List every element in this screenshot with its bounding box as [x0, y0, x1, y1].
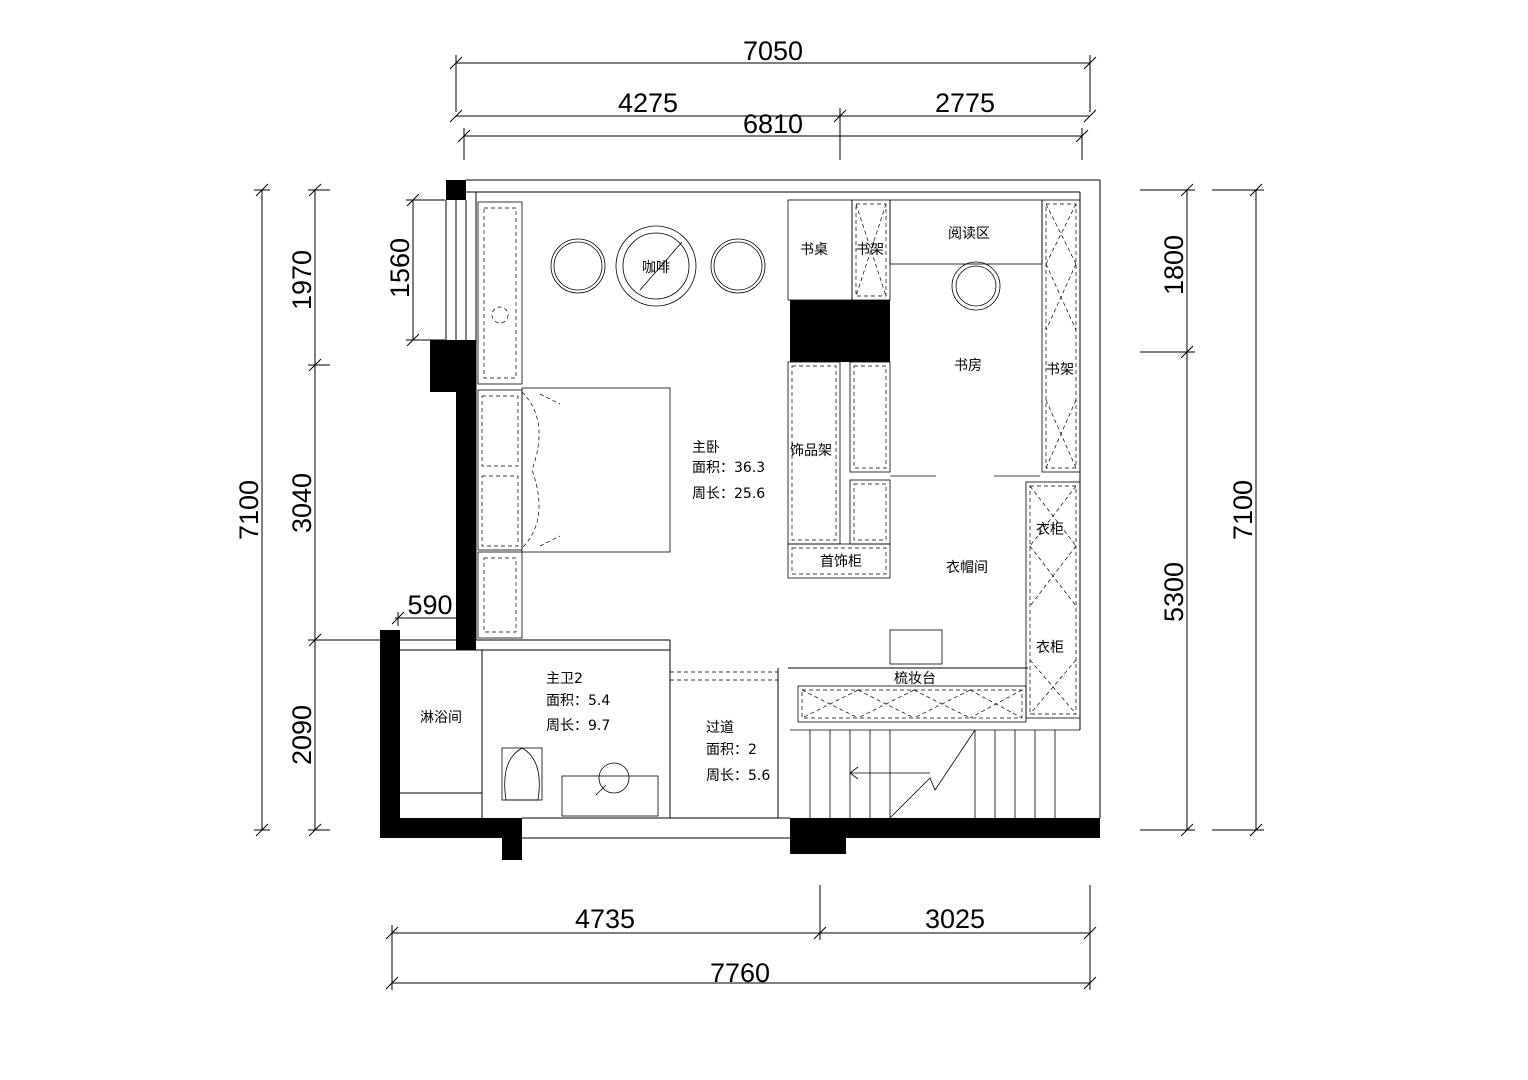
room-hall-name: 过道: [706, 720, 734, 736]
room-bath-name: 主卫2: [546, 671, 583, 687]
room-bath-area: 面积：5.4: [546, 693, 610, 709]
top-dimension-lines: [449, 55, 1097, 160]
label-shelf-right: 书架: [1046, 362, 1074, 378]
dim-right-outer: 7100: [1228, 480, 1258, 540]
room-closet: 衣帽间: [946, 560, 988, 576]
room-master-area: 面积：36.3: [692, 460, 765, 476]
dim-top-total: 7050: [743, 36, 803, 66]
dim-left-top: 1970: [287, 250, 317, 310]
dim-top-right: 2775: [935, 88, 995, 118]
label-shelf: 书架: [856, 242, 884, 258]
dim-bottom-left: 4735: [575, 904, 635, 934]
walls: [380, 179, 1101, 860]
room-master-name: 主卧: [692, 440, 720, 456]
dim-right-bottom: 5300: [1159, 562, 1189, 622]
dim-top-left: 4275: [618, 88, 678, 118]
bottom-dimension-lines: [385, 885, 1097, 990]
label-wardrobe-bottom: 衣柜: [1036, 640, 1064, 656]
room-hall-perimeter: 周长：5.6: [706, 768, 770, 784]
dim-left-small: 590: [407, 590, 452, 620]
dim-bottom-right: 3025: [925, 904, 985, 934]
label-reading: 阅读区: [948, 225, 990, 242]
dim-left-outer: 7100: [234, 480, 264, 540]
label-dresser: 梳妆台: [894, 671, 936, 687]
room-shower: 淋浴间: [420, 710, 462, 726]
label-jewelry: 首饰柜: [820, 554, 862, 570]
dim-top-inner: 6810: [743, 109, 803, 139]
left-dimension-lines: [254, 183, 460, 837]
dim-right-top: 1800: [1159, 235, 1189, 295]
room-master-perimeter: 周长：25.6: [692, 486, 765, 502]
label-coffee: 咖啡: [642, 260, 670, 276]
dim-bottom-total: 7760: [710, 958, 770, 988]
room-bath-perimeter: 周长：9.7: [546, 718, 610, 734]
room-study: 书房: [954, 358, 982, 374]
right-dimension-lines: [1140, 183, 1264, 837]
dim-left-mid: 3040: [287, 473, 317, 533]
furniture: [477, 199, 1081, 819]
room-hall-area: 面积：2: [706, 742, 757, 758]
dim-left-bottom: 2090: [287, 705, 317, 765]
dim-left-window: 1560: [385, 238, 415, 298]
label-wardrobe-top: 衣柜: [1036, 522, 1064, 538]
label-display: 饰品架: [790, 443, 832, 459]
label-desk: 书桌: [800, 242, 828, 258]
